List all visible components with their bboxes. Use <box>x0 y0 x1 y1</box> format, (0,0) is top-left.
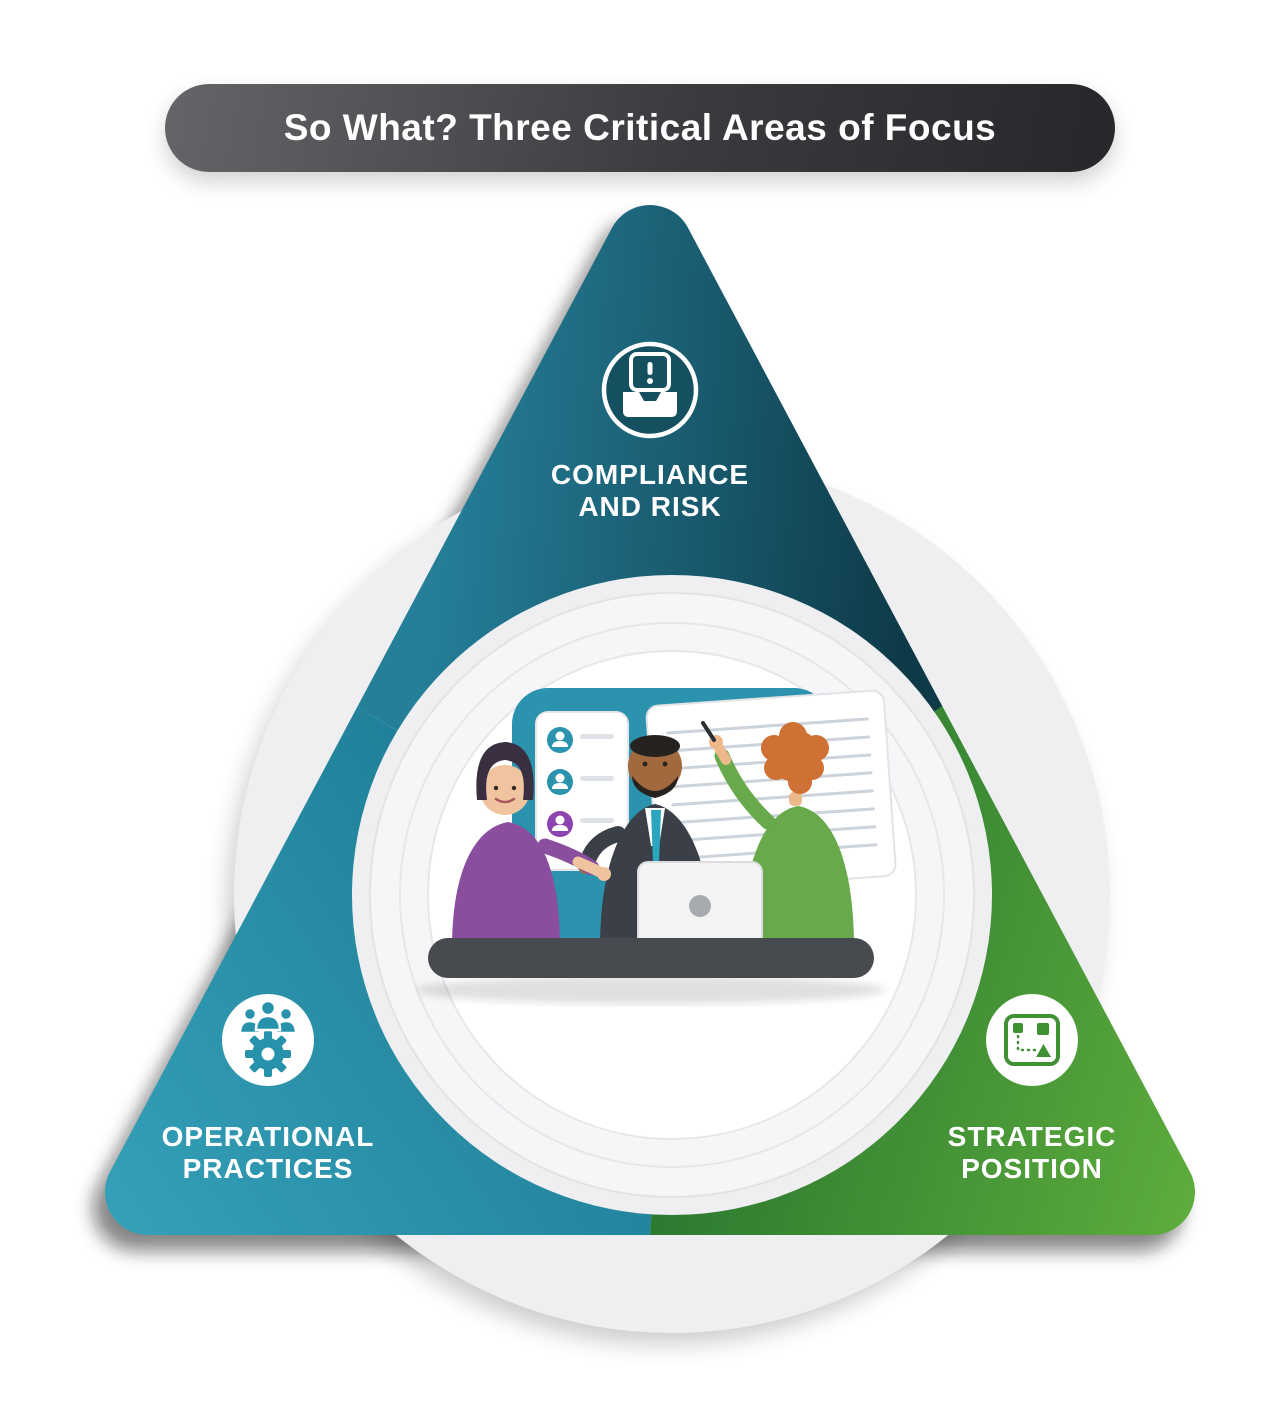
compliance-label-line1: COMPLIANCE <box>551 459 749 490</box>
compliance-label-line2: AND RISK <box>578 491 721 522</box>
inbox-alert-icon <box>601 341 699 439</box>
operational-corner-shape <box>0 493 672 1405</box>
operational-label-line1: OPERATIONAL <box>162 1121 375 1152</box>
strategic-label-line1: STRATEGIC <box>948 1121 1117 1152</box>
compliance-corner-shape <box>0 0 1280 895</box>
strategic-corner: STRATEGIC POSITION <box>948 994 1117 1184</box>
operational-corner: OPERATIONAL PRACTICES <box>162 994 375 1184</box>
strategy-shapes-icon <box>986 994 1078 1086</box>
team-gear-icon <box>222 994 314 1086</box>
strategic-corner-shape <box>639 470 1280 1405</box>
page-title: So What? Three Critical Areas of Focus <box>283 107 997 148</box>
compliance-corner: COMPLIANCE AND RISK <box>551 341 749 522</box>
strategic-label-line2: POSITION <box>961 1153 1103 1184</box>
title-banner: So What? Three Critical Areas of Focus <box>165 84 1115 172</box>
operational-label-line2: PRACTICES <box>183 1153 354 1184</box>
